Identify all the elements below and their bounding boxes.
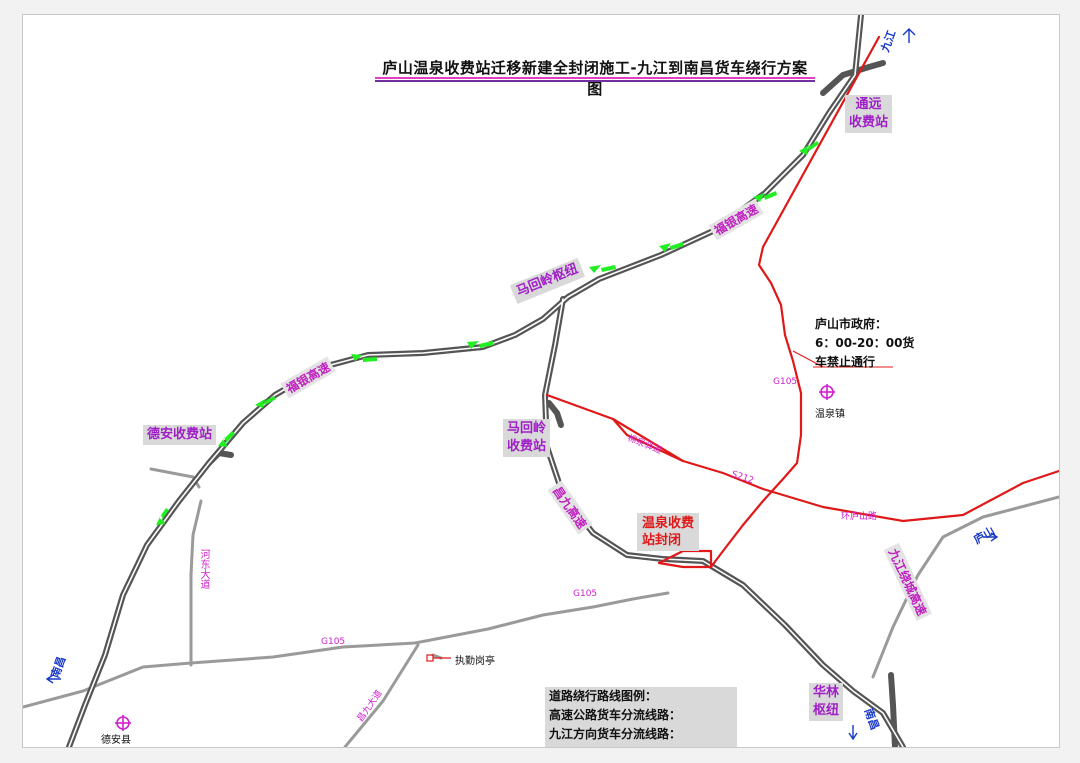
truck-arrow [351,354,377,362]
closure-routes [545,35,1059,569]
g105-label-north: G105 [773,377,798,387]
truck-arrow [589,265,616,273]
g105-road [23,591,670,709]
legend-title: 道路绕行路线图例： [549,689,658,703]
government-note: 庐山市政府： 6：00-20：00货 车禁止通行 [815,315,914,372]
legend-jiujiang-route: 九江方向货车分流线路： [549,727,682,741]
map-frame: 庐山温泉收费站迁移新建全封闭施工-九江到南昌货车绕行方案图 通远 收费站 马回岭… [22,14,1060,748]
changjiu-avenue-road [343,643,420,747]
maguiling-station-spur [546,400,564,428]
note-leader-line [792,350,824,368]
truck-arrow [467,341,494,349]
legend-box: 道路绕行路线图例： 高速公路货车分流线路： 九江方向货车分流线路： [545,687,737,747]
truck-arrow [799,141,819,155]
title-underline-purple [375,80,815,82]
legend-expressway-route: 高速公路货车分流线路： [549,708,682,722]
truck-arrow [753,191,777,202]
government-note-line-2: 6：00-20：00货 [815,336,915,350]
lushan-direction-icon [983,532,999,542]
tongyuan-station-label: 通远 收费站 [845,95,893,133]
truck-arrows [156,141,819,525]
direction-arrows [45,28,999,741]
truck-arrow [659,242,684,252]
closure-loop [657,549,713,569]
expressways [66,15,906,747]
maguiling-station-label: 马回岭 收费站 [503,419,551,457]
hedong-avenue-label: 河东大道 [198,549,209,589]
map-title: 庐山温泉收费站迁移新建全封闭施工-九江到南昌货车绕行方案图 [382,59,808,98]
hualin-junction-label: 华林 枢纽 [809,683,844,721]
s212-route [545,393,1059,523]
huanlushan-road-label: 环庐山路 [841,512,878,522]
wenquan-town-icon [819,384,835,400]
hedong-road [189,499,203,667]
truck-arrow [156,508,169,525]
map-canvas [23,15,1059,747]
checkpoint-label: 执勤岗亭 [455,656,495,667]
title-underline-pink [375,77,815,79]
g105-label-west: G105 [321,637,346,647]
fuyin-expressway [66,15,864,747]
g105-north-route [709,35,881,569]
g105-label-east: G105 [573,589,598,599]
lushan-road [871,495,1059,679]
dean-county-label: 德安县 [101,735,131,746]
wenquan-station-closed-label: 温泉收费 站封闭 [637,513,700,551]
nanchang-bottom-direction-icon [848,725,858,741]
jiujiang-ring-expressway [888,672,898,747]
mianquan-route [611,417,685,463]
wenquan-town-label: 温泉镇 [815,409,845,420]
dean-station-label: 德安收费站 [143,425,217,445]
government-note-line-3: 车禁止通行 [815,355,876,369]
checkpoint-icon [426,654,451,662]
nanchang-left-direction-icon [45,674,61,684]
truck-arrow [218,431,235,447]
minor-roads [23,467,1059,747]
dean-county-icon [115,715,131,731]
truck-arrow [255,396,276,408]
jiujiang-direction-icon [902,28,916,43]
dean-spur-road [149,467,201,489]
government-note-line-1: 庐山市政府： [815,317,888,331]
